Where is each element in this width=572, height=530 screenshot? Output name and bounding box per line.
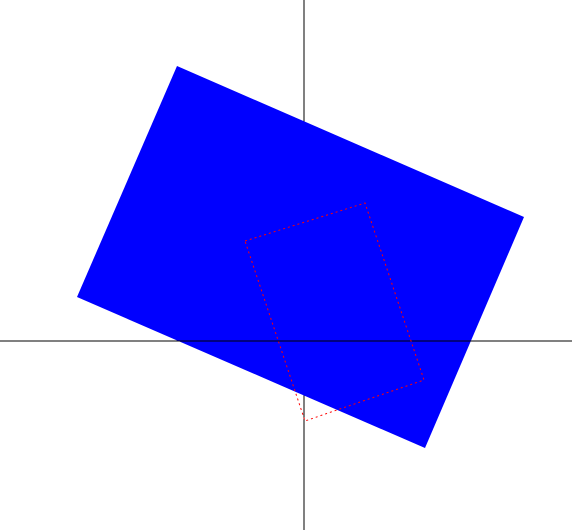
red-dashed-rectangle-outline — [244, 202, 425, 422]
blue-rotated-rectangle — [77, 66, 524, 448]
